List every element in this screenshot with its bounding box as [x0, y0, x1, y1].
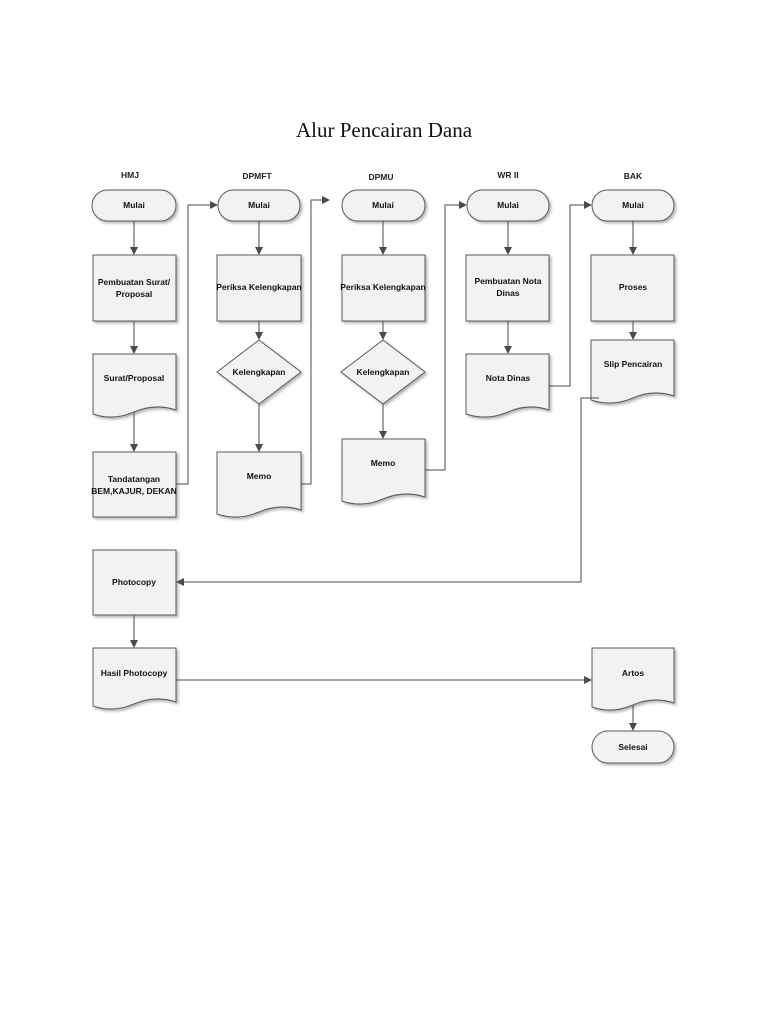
- end-label: Selesai: [618, 742, 647, 752]
- wr2-create-note-label-1: Pembuatan Nota: [474, 276, 541, 286]
- end-terminator: [591, 730, 675, 764]
- connector-dpmu-to-wr2: [425, 201, 467, 471]
- wr2-create-note-label-2: Dinas: [496, 288, 519, 298]
- bak-start-label: Mulai: [622, 200, 644, 210]
- artos-label: Artos: [622, 668, 644, 678]
- dpmft-check-label: Periksa Kelengkapan: [216, 282, 302, 292]
- dpmu-memo-label: Memo: [371, 458, 396, 468]
- connector-hmj-to-dpmft: [176, 201, 218, 485]
- wr2-start-label: Mulai: [497, 200, 519, 210]
- hmj-create-letter-label-2: Proposal: [116, 289, 152, 299]
- lane-header-dpmu: DPMU: [368, 172, 393, 182]
- photocopy-result-document: [92, 647, 177, 710]
- connector-dpmft-to-dpmu: [301, 196, 330, 485]
- lane-header-dpmft: DPMFT: [242, 171, 272, 181]
- hmj-create-letter-label-1: Pembuatan Surat/: [98, 277, 171, 287]
- bak-process: [590, 254, 675, 322]
- hmj-proposal-document: [92, 353, 177, 418]
- lane-header-bak: BAK: [624, 171, 643, 181]
- dpmu-decision-label: Kelengkapan: [357, 367, 410, 377]
- wr2-note-label: Nota Dinas: [486, 373, 531, 383]
- dpmft-memo-document: [216, 451, 302, 518]
- dpmu-memo-document: [341, 438, 426, 505]
- hmj-signature-label-1: Tandatangan: [108, 474, 160, 484]
- hmj-signature-process: [92, 451, 177, 518]
- hmj-start-label: Mulai: [123, 200, 145, 210]
- dpmu-check-label: Periksa Kelengkapan: [340, 282, 426, 292]
- connector-wr2-to-bak: [549, 201, 592, 387]
- photocopy-result-label: Hasil Photocopy: [101, 668, 168, 678]
- connector-slip-to-photocopy: [176, 397, 599, 586]
- hmj-create-letter-process: [92, 254, 177, 322]
- wr2-note-document: [465, 353, 550, 418]
- bak-slip-document: [590, 339, 675, 404]
- bak-process-label: Proses: [619, 282, 648, 292]
- dpmu-start-label: Mulai: [372, 200, 394, 210]
- hmj-proposal-label: Surat/Proposal: [104, 373, 164, 383]
- bak-slip-label: Slip Pencairan: [604, 359, 663, 369]
- photocopy-process: [92, 549, 177, 616]
- dpmft-start-label: Mulai: [248, 200, 270, 210]
- lane-header-hmj: HMJ: [121, 170, 139, 180]
- page-title: Alur Pencairan Dana: [296, 118, 473, 142]
- dpmft-decision-label: Kelengkapan: [233, 367, 286, 377]
- lane-header-wr2: WR II: [497, 170, 518, 180]
- dpmft-memo-label: Memo: [247, 471, 272, 481]
- hmj-signature-label-2: BEM,KAJUR, DEKAN: [91, 486, 176, 496]
- photocopy-label: Photocopy: [112, 577, 156, 587]
- artos-document: [591, 647, 675, 711]
